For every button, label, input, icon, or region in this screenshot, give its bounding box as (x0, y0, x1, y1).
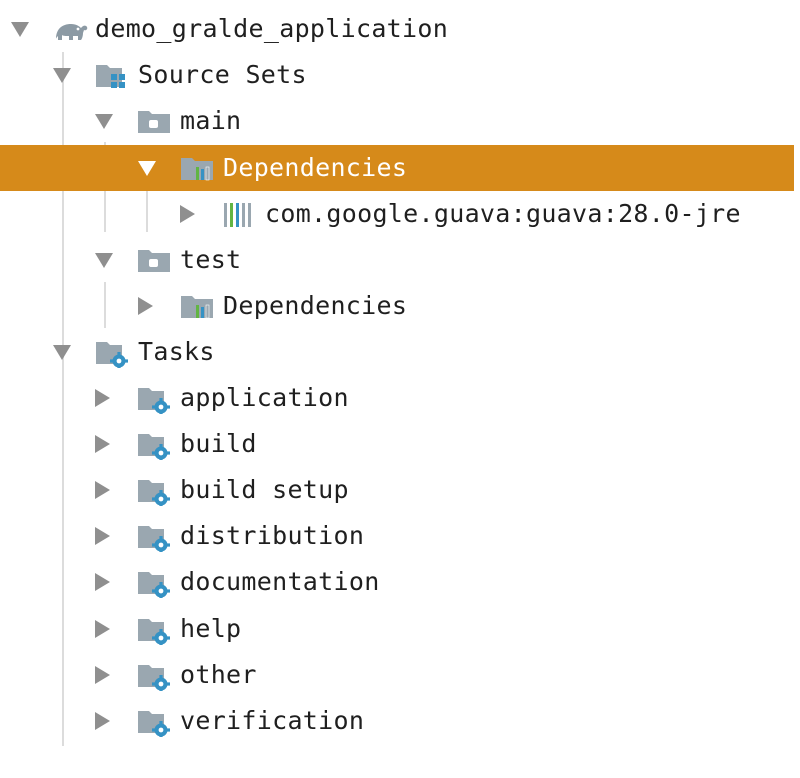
task-group-folder-icon (137, 661, 175, 691)
collapsed-arrow-icon[interactable] (95, 712, 110, 730)
tree-node-task-application[interactable]: application (0, 375, 794, 421)
test-dependencies-label: Dependencies (223, 291, 408, 320)
tree-node-task-other[interactable]: other (0, 652, 794, 698)
task-group-label: build setup (180, 475, 349, 504)
task-group-label: application (180, 383, 349, 412)
gradle-elephant-icon (52, 15, 90, 45)
task-group-folder-icon (137, 430, 175, 460)
tree-guide-test (104, 282, 106, 328)
tree-node-task-build-setup[interactable]: build setup (0, 467, 794, 513)
tree-guide-main-dependencies (146, 190, 148, 232)
tree-node-task-build[interactable]: build (0, 421, 794, 467)
tree-node-test-dependencies[interactable]: Dependencies (0, 283, 794, 329)
task-group-label: verification (180, 706, 365, 735)
tree-node-guava-library[interactable]: com.google.guava:guava:28.0-jre (0, 191, 794, 237)
tree-node-task-help[interactable]: help (0, 606, 794, 652)
collapsed-arrow-icon[interactable] (95, 666, 110, 684)
collapsed-arrow-icon[interactable] (138, 297, 153, 315)
dependencies-folder-icon (180, 292, 218, 322)
dependencies-folder-icon (180, 154, 218, 184)
expand-arrow-icon[interactable] (95, 253, 113, 268)
expand-arrow-icon[interactable] (53, 68, 71, 83)
root-label: demo_gralde_application (95, 14, 449, 43)
task-group-folder-icon (137, 615, 175, 645)
tree-node-task-distribution[interactable]: distribution (0, 513, 794, 559)
task-group-folder-icon (137, 522, 175, 552)
module-folder-icon (137, 107, 175, 137)
tree-node-main-dependencies[interactable]: Dependencies (0, 145, 794, 191)
tree-node-main[interactable]: main (0, 98, 794, 144)
expand-arrow-icon[interactable] (11, 22, 29, 37)
collapsed-arrow-icon[interactable] (95, 435, 110, 453)
guava-library-label: com.google.guava:guava:28.0-jre (265, 199, 741, 228)
tasks-label: Tasks (138, 337, 215, 366)
source-sets-label: Source Sets (138, 60, 307, 89)
expand-arrow-icon[interactable] (95, 114, 113, 129)
collapsed-arrow-icon[interactable] (95, 481, 110, 499)
collapsed-arrow-icon[interactable] (95, 573, 110, 591)
main-label: main (180, 106, 242, 135)
module-folder-icon (137, 246, 175, 276)
tree-node-tasks[interactable]: Tasks (0, 329, 794, 375)
main-dependencies-label: Dependencies (223, 153, 408, 182)
tree-node-root[interactable]: demo_gralde_application (0, 6, 794, 52)
task-group-label: distribution (180, 521, 365, 550)
task-group-label: build (180, 429, 257, 458)
source-sets-folder-icon (95, 61, 133, 91)
tree-node-task-verification[interactable]: verification (0, 698, 794, 744)
task-group-folder-icon (137, 384, 175, 414)
expand-arrow-icon[interactable] (53, 345, 71, 360)
tree-guide-root (62, 52, 64, 746)
task-group-folder-icon (137, 707, 175, 737)
task-group-label: documentation (180, 567, 380, 596)
task-group-folder-icon (137, 568, 175, 598)
task-group-label: help (180, 614, 242, 643)
collapsed-arrow-icon[interactable] (95, 620, 110, 638)
task-group-label: other (180, 660, 257, 689)
tree-node-test[interactable]: test (0, 237, 794, 283)
expand-arrow-icon[interactable] (138, 161, 156, 176)
task-group-folder-icon (137, 476, 175, 506)
test-label: test (180, 245, 242, 274)
collapsed-arrow-icon[interactable] (180, 205, 195, 223)
tree-node-task-documentation[interactable]: documentation (0, 559, 794, 605)
tasks-folder-icon (95, 338, 133, 368)
collapsed-arrow-icon[interactable] (95, 389, 110, 407)
library-icon (222, 200, 260, 230)
tree-node-source-sets[interactable]: Source Sets (0, 52, 794, 98)
collapsed-arrow-icon[interactable] (95, 527, 110, 545)
